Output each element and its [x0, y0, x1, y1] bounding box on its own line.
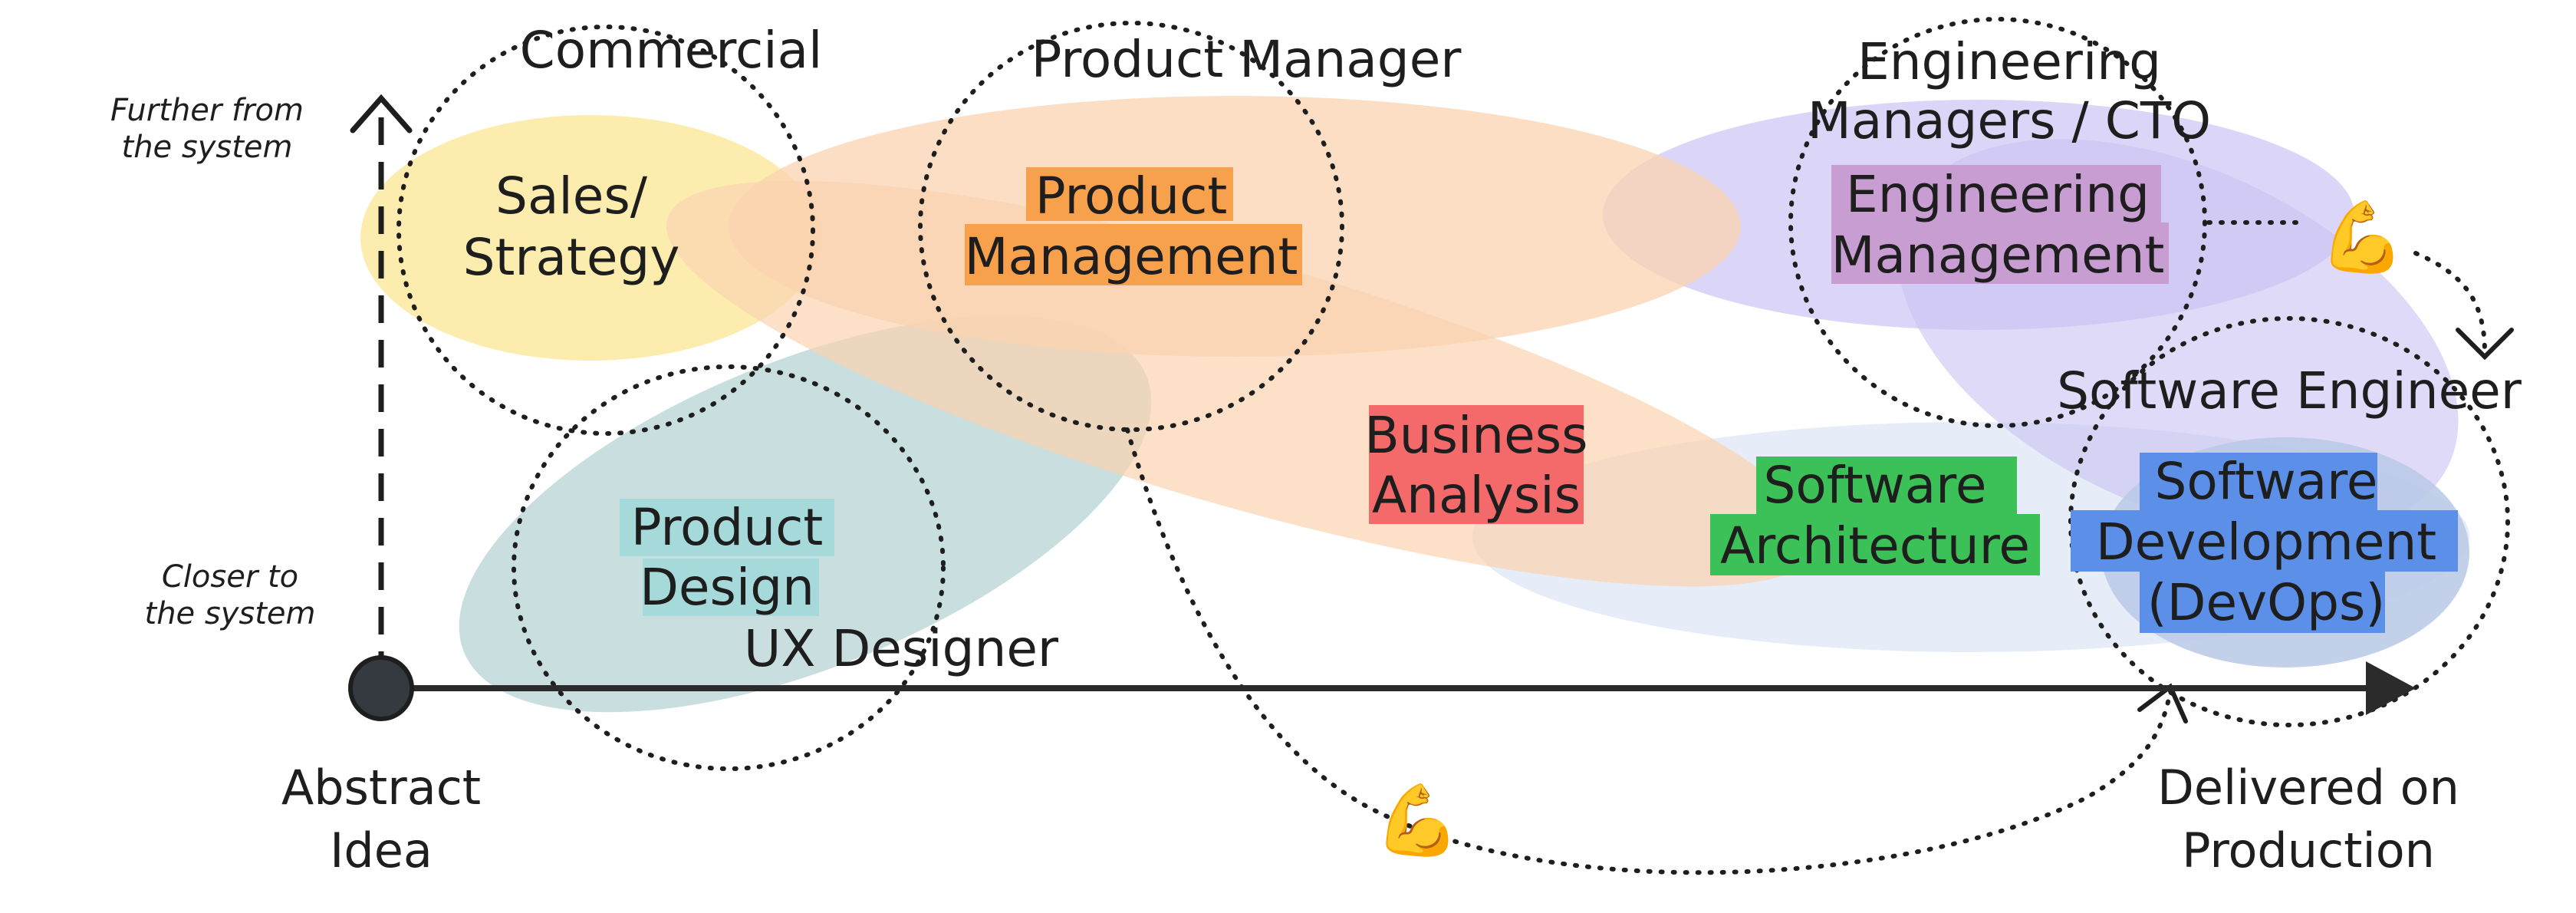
ux-designer-title: UX Designer — [744, 619, 1059, 678]
x-axis-start-label-2: Idea — [330, 822, 433, 878]
product-manager-circle — [918, 21, 1344, 432]
y-axis-bottom-label-2: the system — [145, 596, 316, 631]
commercial-circle — [396, 25, 815, 436]
engineering-managers-circle — [1788, 17, 2207, 428]
software-architecture-highlight — [1756, 457, 2017, 514]
x-axis-end-label: Delivered on — [2157, 760, 2459, 816]
software-development-highlight — [2140, 453, 2377, 510]
commercial-title: Commercial — [520, 21, 823, 80]
software-development-highlight-2 — [2071, 510, 2458, 572]
pm-to-se-connector — [1125, 427, 2173, 875]
software-engineer-title: Software Engineer — [2057, 361, 2522, 420]
ux-designer-circle — [512, 364, 946, 771]
y-axis-arrowhead — [350, 94, 413, 133]
x-axis-arrowhead — [2366, 661, 2416, 715]
x-axis-end-label-2: Production — [2182, 822, 2435, 878]
business-analysis-label: Business — [1364, 406, 1587, 465]
product-management-highlight — [1026, 167, 1233, 221]
business-analysis-highlight — [1369, 405, 1584, 524]
product-management-label: Product — [1035, 166, 1228, 226]
em-to-se-arrowhead — [2456, 328, 2514, 361]
y-axis-bottom-label: Closer to — [162, 559, 298, 595]
software-architecture-highlight-2 — [1710, 514, 2040, 575]
product-design-label: Product — [631, 498, 824, 557]
x-axis-start-label: Abstract — [281, 760, 481, 816]
muscle-icon: 💪 — [2319, 197, 2405, 278]
engineering-management-highlight-2 — [1831, 222, 2169, 284]
sales-strategy-label: Sales/ — [495, 166, 648, 226]
product-manager-title: Product Manager — [1031, 30, 1462, 89]
product-design-highlight — [620, 499, 834, 556]
software-architecture-label-2: Architecture — [1720, 516, 2030, 575]
y-axis-top-label-2: the system — [122, 130, 293, 165]
software-development-label: Software — [2155, 452, 2378, 511]
product-management-label-2: Management — [965, 227, 1298, 286]
engineering-managers-title: Engineering — [1857, 32, 2161, 91]
engineering-management-label: Engineering — [1846, 165, 2150, 224]
sales-region — [360, 115, 821, 361]
y-axis-top-label: Further from — [110, 93, 304, 128]
muscle-icon-2: 💪 — [1374, 780, 1460, 861]
product-design-label-2: Design — [640, 558, 814, 617]
engineering-managers-title-2: Managers / CTO — [1808, 91, 2211, 150]
engineering-management-highlight — [1831, 165, 2161, 222]
product-design-highlight-2 — [643, 559, 819, 616]
engineering-management-label-2: Management — [1831, 226, 2165, 285]
software-development-label-2: Development — [2096, 513, 2436, 572]
sales-strategy-label-2: Strategy — [463, 228, 680, 287]
software-architecture-label: Software — [1764, 456, 1987, 515]
product-management-highlight-2 — [965, 224, 1302, 285]
business-analysis-label-2: Analysis — [1372, 466, 1581, 525]
software-development-highlight-3 — [2140, 572, 2385, 633]
origin-dot — [348, 655, 414, 721]
software-development-label-3: (DevOps) — [2147, 573, 2385, 632]
